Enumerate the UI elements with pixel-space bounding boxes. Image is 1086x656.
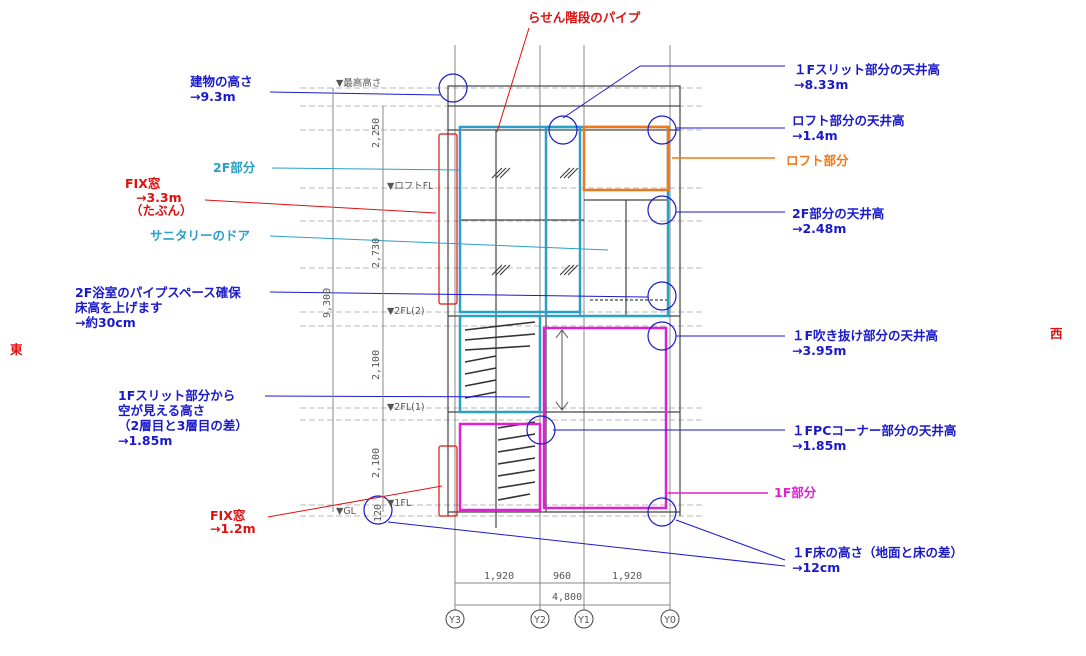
fpc-ceiling-label: １FPCコーナー部分の天井高 [792,423,956,438]
callout-circles [363,73,677,527]
void-height-arrow [555,329,569,411]
loft-outline [582,125,670,192]
dim-h-3: 1,920 [612,571,642,582]
floor1-label: 1F部分 [774,485,817,500]
svg-text:Y3: Y3 [448,615,461,626]
axis-bubble-y2: Y2 [530,609,550,629]
level-2fl-lower: ▼2FL(1) [387,402,425,413]
slit-sky-label-3: （2層目と3層目の差） [118,418,248,433]
loft-part-label: ロフト部分 [786,153,849,168]
axis-bubble-y1: Y1 [574,609,594,629]
dim-v-total: 9,300 [322,288,333,318]
building-structure [447,85,681,528]
svg-text:Y0: Y0 [663,615,676,626]
floor-height-label: １F床の高さ（地面と床の差） [792,545,963,560]
slit-sky-label-2: 空が見える高さ [118,403,205,418]
dim-v-5: 120 [373,504,384,522]
dim-h-total: 4,800 [552,592,582,603]
fix-window-upper-label: FIX窓 [125,176,161,191]
dim-h-1: 1,920 [484,571,514,582]
slit-sky-value: →1.85m [118,433,172,448]
spiral-pipe-label: らせん階段のパイプ [528,10,641,25]
void-ceiling-label: １F吹き抜け部分の天井高 [792,328,938,343]
east-label: 東 [10,342,23,357]
vertical-dims: 2,250 2,730 2,100 2,100 120 9,300 [322,118,384,522]
fix-window-lower-label: FIX窓 [210,508,246,523]
grid-axis-bubbles: Y3 Y2 Y1 Y0 [445,609,680,629]
fix-window-upper-value: →3.3m [136,190,182,205]
svg-text:Y2: Y2 [533,615,546,626]
dim-v-2: 2,730 [371,238,382,268]
bath-floor-label: 床高を上げます [75,300,163,315]
vertical-dimension-chain [332,88,384,512]
stair-upper-outline [458,314,542,414]
horizontal-dims: 1,920 960 1,920 4,800 [484,571,642,603]
fix-window-upper-note: （たぶん） [130,203,193,218]
dim-v-3: 2,100 [371,350,382,380]
annotations-right: １Fスリット部分の天井高 →8.33m ロフト部分の天井高 →1.4m ロフト部… [774,62,1063,575]
bath-pipe-label: 2F浴室のパイプスペース確保 [75,285,241,300]
level-2fl-upper: ▼2FL(2) [387,306,425,317]
dim-v-4: 2,100 [371,448,382,478]
horizontal-dimension-lines [455,582,670,606]
sanitary-door-label: サニタリーのドア [150,228,250,243]
west-label: 西 [1050,326,1063,341]
f2-ceiling-label: 2F部分の天井高 [792,206,884,221]
level-gl: ▼GL [336,506,357,517]
dim-v-1: 2,250 [371,118,382,148]
svg-text:Y1: Y1 [577,615,590,626]
spiral-stair [464,321,536,501]
building-height-value: →9.3m [190,89,236,104]
axis-bubble-y0: Y0 [660,609,680,629]
floor1-corner-outline [458,422,542,512]
fpc-ceiling-value: →1.85m [792,438,846,453]
building-height-label: 建物の高さ [190,74,253,89]
level-markers: ▼最高高さ ▼ロフトFL ▼2FL(2) ▼2FL(1) ▼1FL ▼GL [336,77,434,517]
level-top: ▼最高高さ [336,77,381,89]
bath-floor-value: →約30cm [75,315,136,330]
level-loft: ▼ロフトFL [387,181,434,192]
f2-ceiling-value: →2.48m [792,221,846,236]
loft-ceiling-value: →1.4m [792,128,838,143]
axis-bubble-y3: Y3 [445,609,465,629]
leader-lines [204,27,786,567]
level-1fl: ▼1FL [387,498,412,509]
slit-ceiling-value: →8.33m [794,77,848,92]
annotations-left: 建物の高さ →9.3m 2F部分 FIX窓 →3.3m （たぶん） サニタリーの… [10,74,256,536]
fix-window-lower-value: →1.2m [210,521,256,536]
floor1-void-outline [542,326,668,510]
loft-ceiling-label: ロフト部分の天井高 [792,113,905,128]
void-ceiling-value: →3.95m [792,343,846,358]
floor2-label: 2F部分 [213,160,256,175]
fix-window-frames [438,133,458,517]
floor2-outline [458,125,582,314]
dim-h-2: 960 [553,571,571,582]
floor-height-value: →12cm [792,560,840,575]
slit-ceiling-label: １Fスリット部分の天井高 [794,62,940,77]
slit-sky-label-1: 1Fスリット部分から [118,388,235,403]
glass-hatch [491,167,579,276]
